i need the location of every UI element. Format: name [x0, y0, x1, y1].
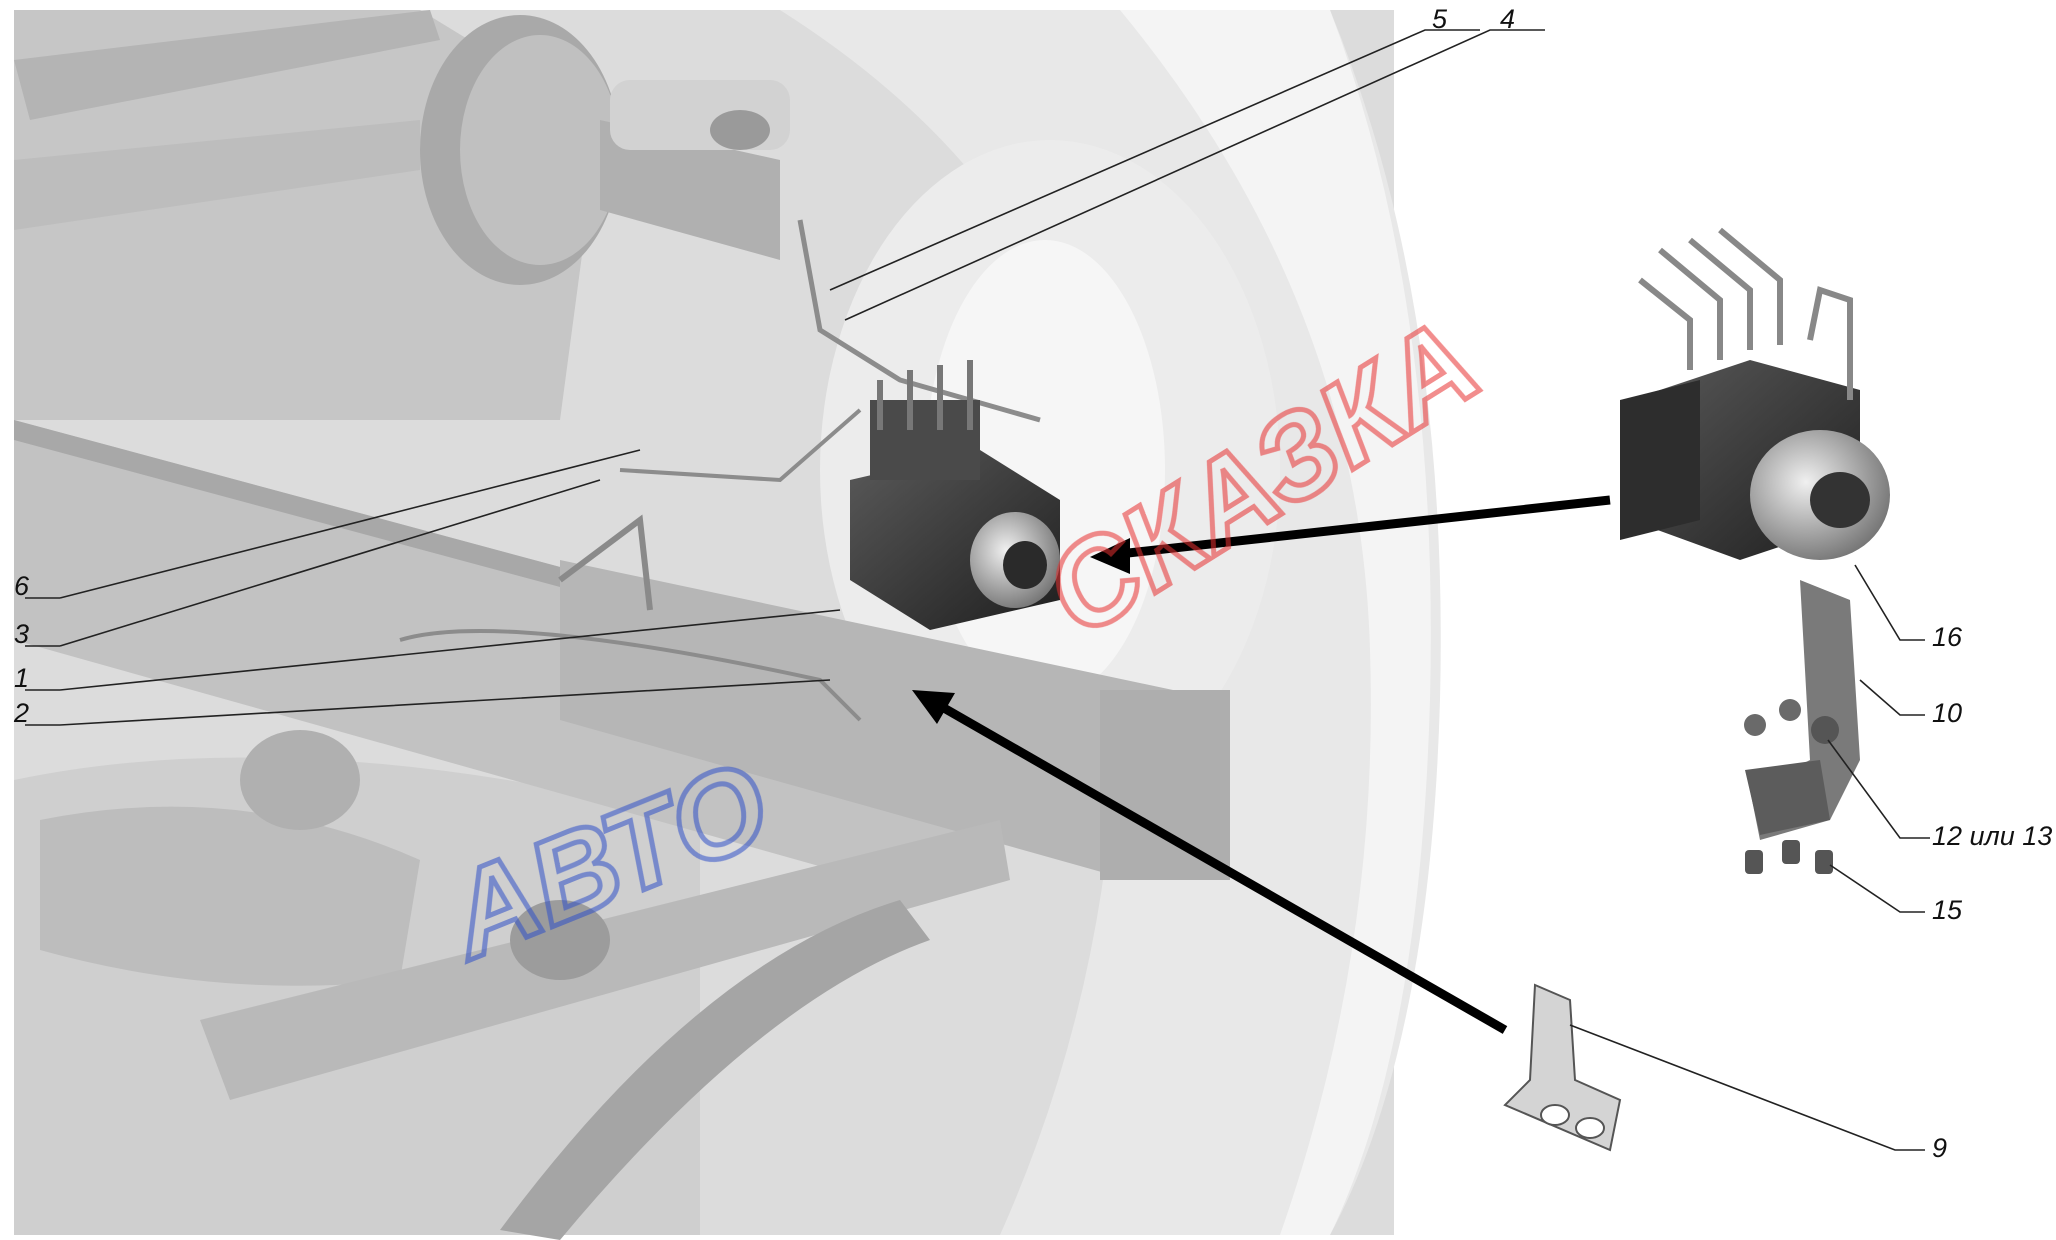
arrow-bracket9-to-installed: [927, 696, 1508, 1034]
callout-16: 16: [1932, 622, 1963, 652]
bolts-15: [1745, 840, 1833, 874]
callout-1: 1: [14, 663, 29, 693]
leader-5: [829, 29, 1480, 291]
arrow-bracket9-head: [912, 690, 955, 724]
leader-15: [1829, 864, 1925, 913]
arrow-abs-to-installed: [1109, 495, 1611, 560]
callout-2: 2: [13, 698, 29, 728]
callout-6: 6: [14, 571, 30, 601]
abs-unit-installed: [850, 360, 1060, 630]
callout-10: 10: [1932, 698, 1962, 728]
callout-3: 3: [14, 619, 29, 649]
callout-4: 4: [1500, 4, 1515, 34]
leader-lines: [25, 29, 1930, 1151]
callout-labels: 5 4 6 3 1 2 16 10 12 или 13 15 9: [13, 4, 2052, 1163]
leader-9: [1569, 1024, 1925, 1151]
callout-12-13: 12 или 13: [1932, 821, 2052, 851]
leader-12: [1827, 739, 1930, 839]
arrow-abs-head: [1090, 538, 1130, 574]
assembly-arrows: [912, 495, 1611, 1034]
bolts-12-13: [1744, 699, 1839, 744]
bracket-9: [1503, 983, 1622, 1152]
leader-1: [25, 609, 841, 691]
abs-unit-exploded: [1620, 227, 1890, 560]
leader-3: [25, 479, 601, 647]
callout-9: 9: [1932, 1133, 1947, 1163]
leader-2: [25, 679, 831, 726]
leader-10: [1859, 679, 1925, 716]
leader-4: [844, 29, 1545, 321]
leader-6: [25, 449, 641, 599]
callout-15: 15: [1932, 895, 1963, 925]
ghosted-vehicle-body: [14, 10, 1441, 1240]
callout-5: 5: [1432, 4, 1448, 34]
leader-16: [1854, 564, 1925, 641]
bracket-10: [1745, 580, 1860, 840]
